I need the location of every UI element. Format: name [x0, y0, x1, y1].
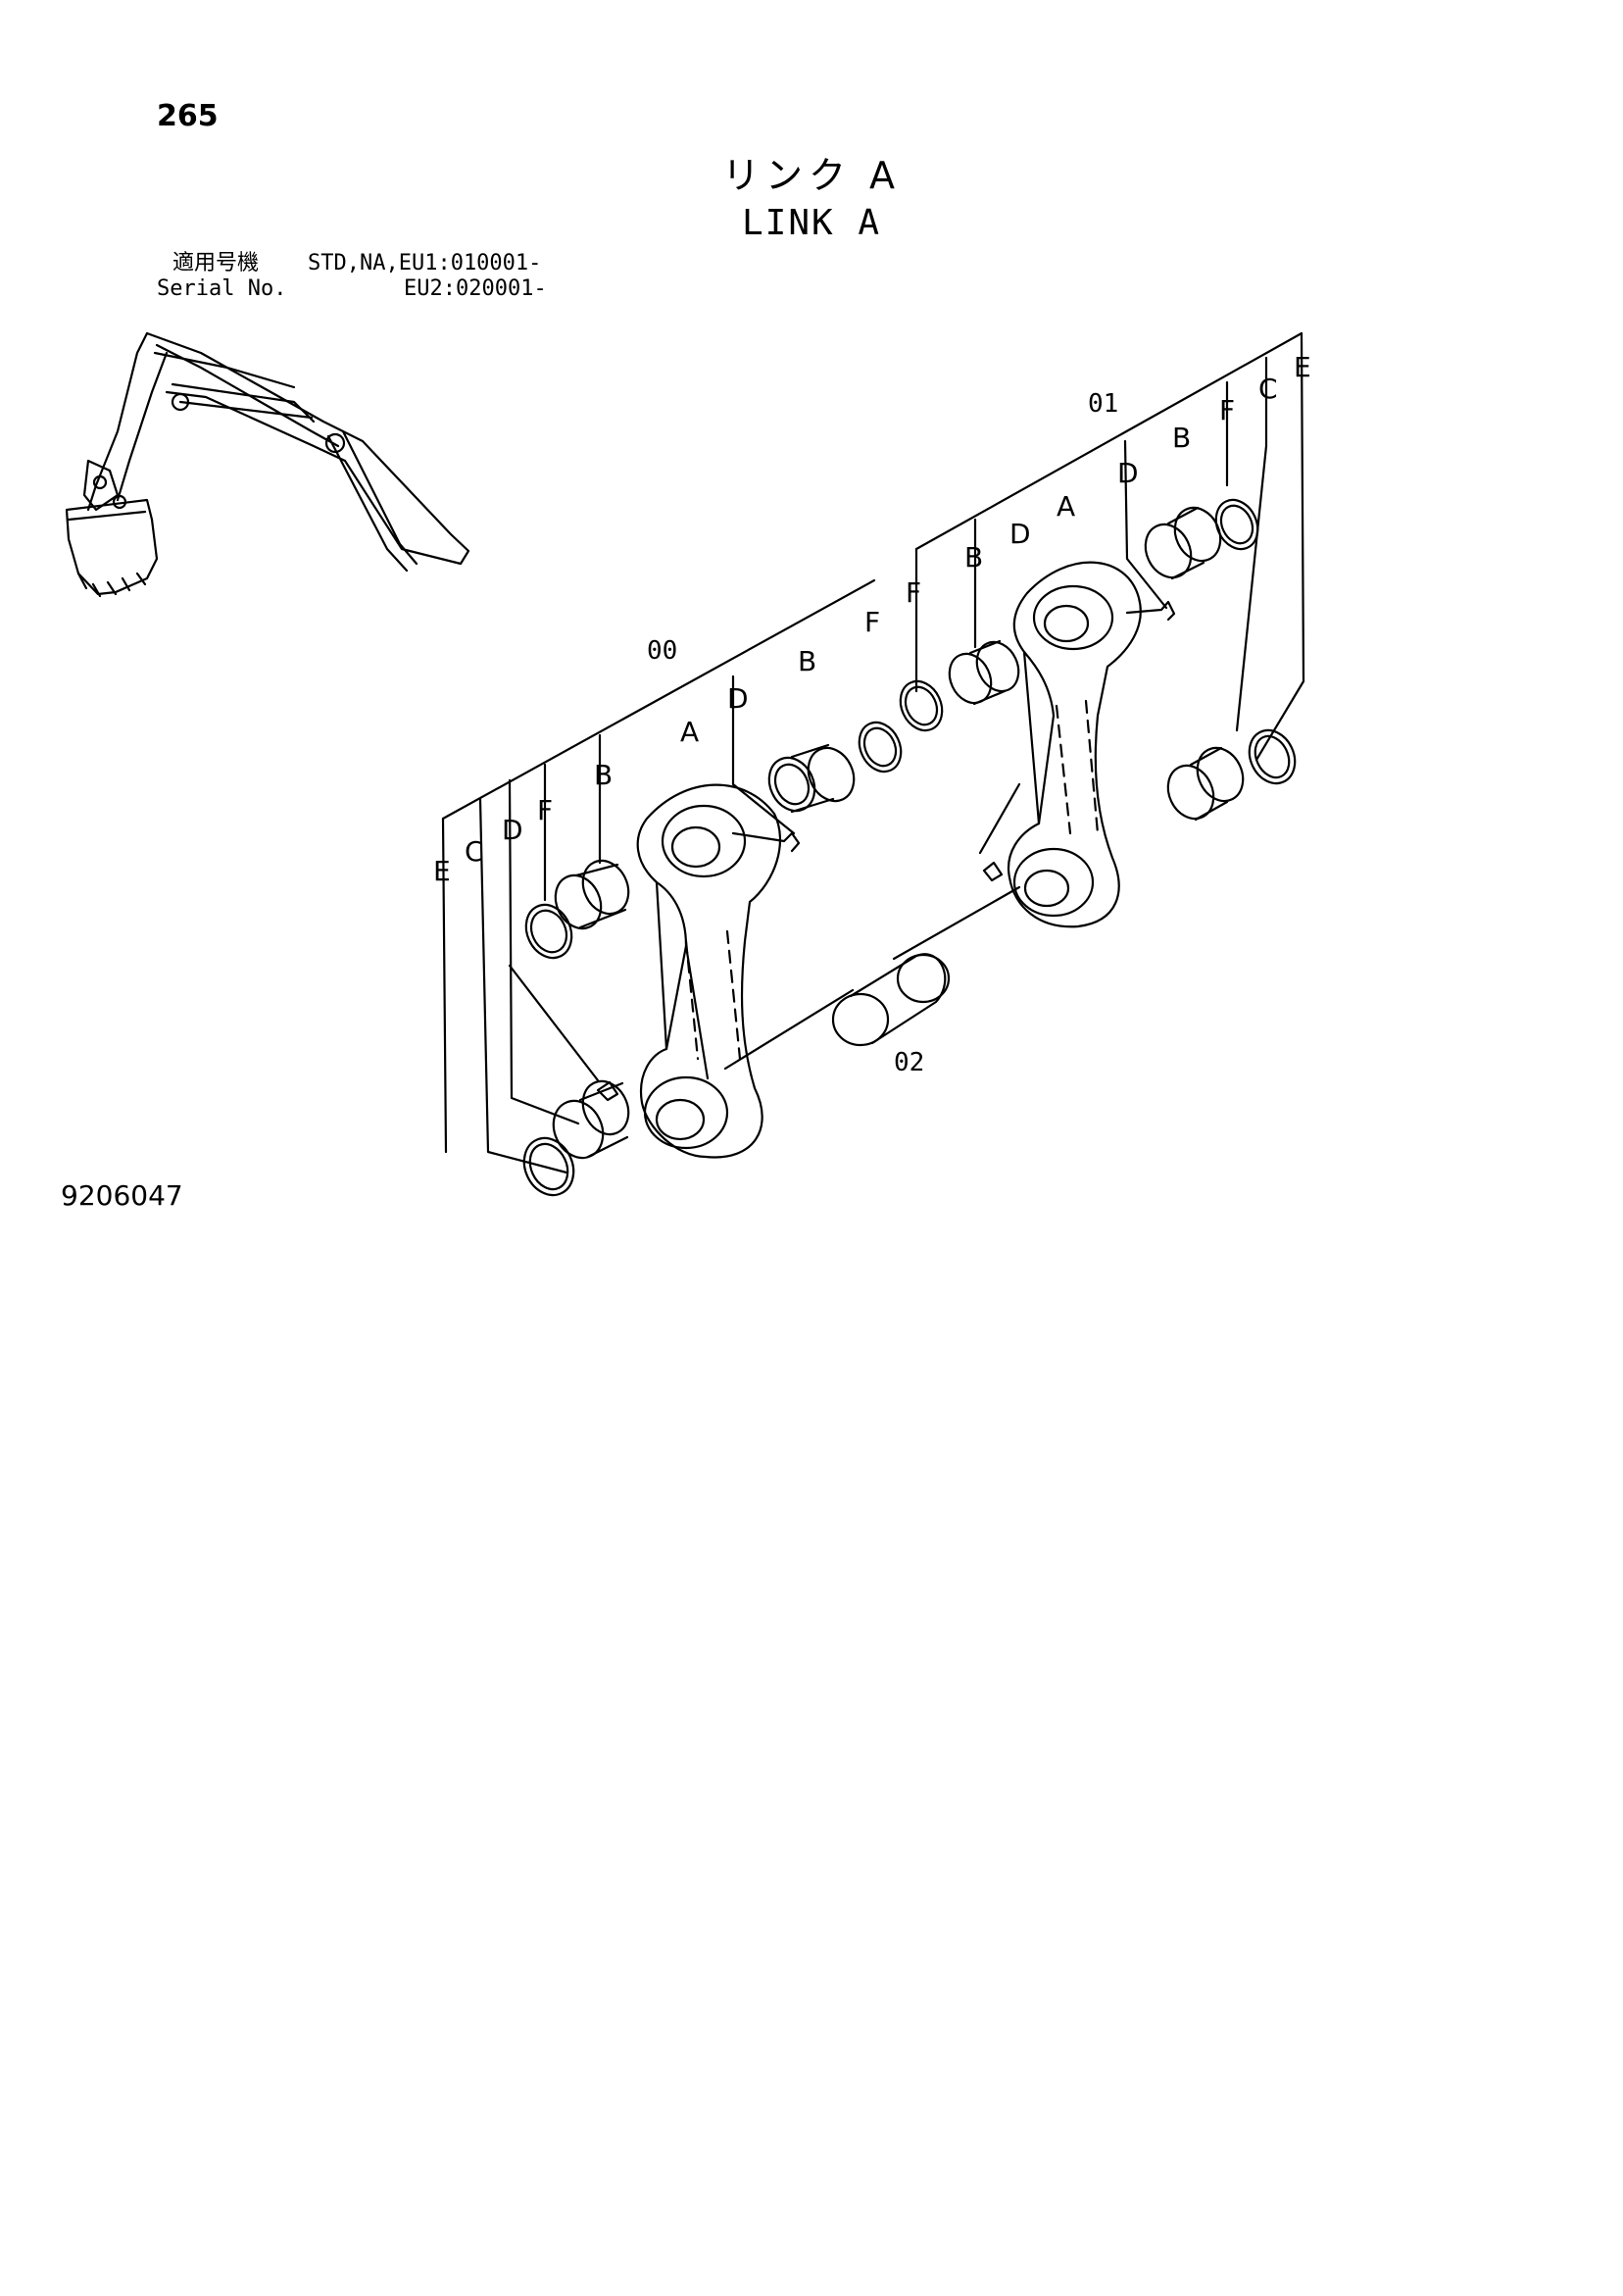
- page-number: 265: [157, 99, 219, 133]
- callout-right-D: D: [1009, 518, 1031, 550]
- callout-left-D: D: [502, 814, 523, 846]
- callout-right-F: F: [906, 576, 921, 609]
- callout-left-B: B: [594, 759, 613, 791]
- bushings-left: [522, 721, 903, 1197]
- callout-right-B: B: [964, 541, 983, 574]
- callout-right-C: C: [1258, 373, 1278, 405]
- callout-left-D-top: D: [727, 682, 749, 715]
- callout-left-E: E: [433, 855, 451, 887]
- serial-label-jp: 適用号機: [172, 251, 260, 275]
- serial-label-en: Serial No.: [157, 276, 287, 301]
- serial-line1-value: STD,NA,EU1:010001-: [308, 251, 542, 275]
- bushings-right: [899, 498, 1297, 822]
- callout-left-A: A: [680, 716, 699, 748]
- callout-pin-02: 02: [894, 1048, 924, 1077]
- title-japanese: リンク A: [721, 154, 902, 197]
- excavator-thumbnail: [65, 331, 470, 598]
- callout-left-F-top: F: [864, 606, 880, 638]
- link-right: [982, 561, 1176, 928]
- serial-line2-value: EU2:020001-: [404, 276, 547, 301]
- callout-assembly-01: 01: [1088, 389, 1118, 419]
- callout-right-A: A: [1057, 490, 1075, 523]
- callout-right-F-top: F: [1219, 394, 1235, 426]
- callout-right-E: E: [1294, 351, 1311, 383]
- callout-left-B-top: B: [798, 645, 816, 677]
- callout-labels: 00 01 02 A B F D B F D C E F B D A D B F…: [433, 351, 1311, 1077]
- drawing-number: 9206047: [61, 1179, 183, 1212]
- link-left: [596, 783, 801, 1159]
- callout-right-D-top: D: [1117, 457, 1139, 489]
- callout-left-C: C: [465, 835, 484, 868]
- callout-right-B-top: B: [1172, 422, 1191, 454]
- pin-02: [723, 885, 1021, 1071]
- leader-lines-right: [914, 331, 1305, 855]
- title-english: LINK A: [741, 203, 882, 243]
- callout-left-F: F: [537, 794, 553, 826]
- leader-lines-left: [441, 578, 876, 1174]
- callout-assembly-00: 00: [647, 636, 677, 666]
